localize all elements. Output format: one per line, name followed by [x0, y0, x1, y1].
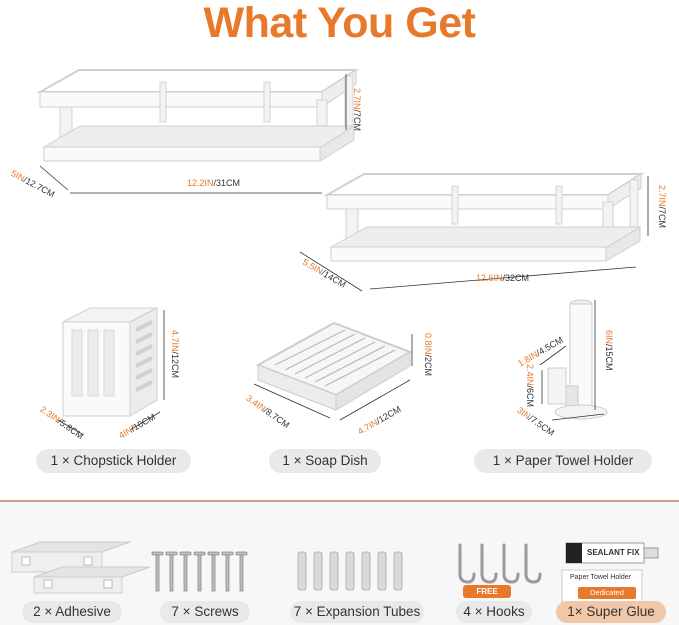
- glue-box-tag: Dedicated: [578, 587, 636, 599]
- screws-label: 7 × Screws: [160, 601, 250, 623]
- glue-tube-text: SEALANT FIX: [587, 548, 640, 557]
- paper-towel-holder-label: 1 × Paper Towel Holder: [474, 449, 652, 473]
- glue-box-label: Paper Towel Holder: [570, 574, 631, 581]
- expansion-tubes-label: 7 × Expansion Tubes: [290, 601, 424, 623]
- shelf-large-length: 12.2IN/31CM: [187, 178, 241, 188]
- adhesive-label: 2 × Adhesive: [22, 601, 122, 623]
- section-divider: [0, 500, 679, 502]
- free-badge: FREE: [463, 585, 511, 598]
- super-glue-label: 1× Super Glue: [556, 601, 666, 623]
- soap-dish-label: 1 × Soap Dish: [269, 449, 381, 473]
- page-title: What You Get: [203, 0, 476, 47]
- hooks-label: 4 × Hooks: [456, 601, 532, 623]
- chopstick-holder-label: 1 × Chopstick Holder: [36, 449, 191, 473]
- shelf-medium-length: 12.6IN/32CM: [476, 273, 530, 283]
